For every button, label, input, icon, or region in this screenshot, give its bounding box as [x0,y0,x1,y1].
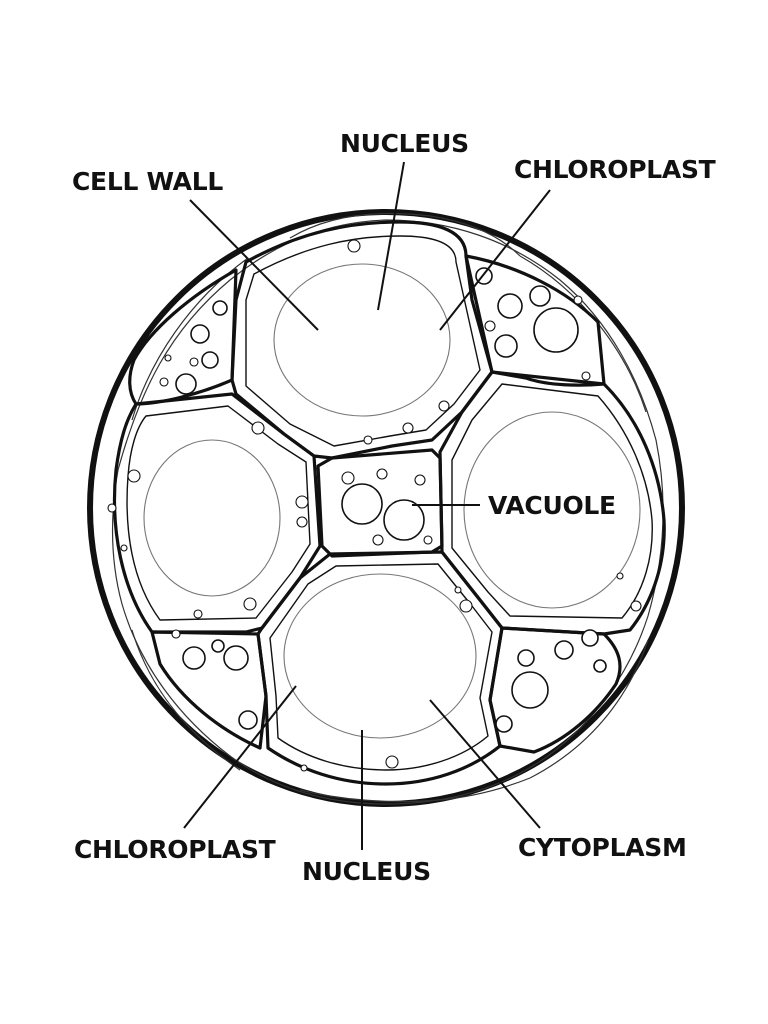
leader-nucleus-top [377,161,405,311]
label-chloroplast-top: CHLOROPLAST [514,155,716,184]
label-cell-wall: CELL WALL [72,167,223,196]
large-cells [112,220,666,786]
right-cell [438,370,666,636]
top-cell [230,220,494,460]
leader-chloroplast-top [439,189,551,331]
label-vacuole: VACUOLE [488,491,616,520]
center-cell [316,448,444,558]
label-chloroplast-bottom: CHLOROPLAST [74,835,276,864]
inner-wall-lines [126,235,653,771]
organelle-bubbles [107,239,642,772]
bottom-cell [256,550,504,786]
leader-lines [183,161,551,850]
corner-cells [128,254,622,754]
label-cytoplasm: CYTOPLASM [518,833,687,862]
label-nucleus-bottom: NUCLEUS [302,857,431,886]
label-nucleus-top: NUCLEUS [340,129,469,158]
leader-cell-wall [189,199,319,331]
leader-cytoplasm [429,699,541,829]
labels: CELL WALL NUCLEUS CHLOROPLAST VACUOLE CH… [72,129,716,886]
nuclei [143,263,641,739]
leader-chloroplast-bottom [183,685,297,829]
